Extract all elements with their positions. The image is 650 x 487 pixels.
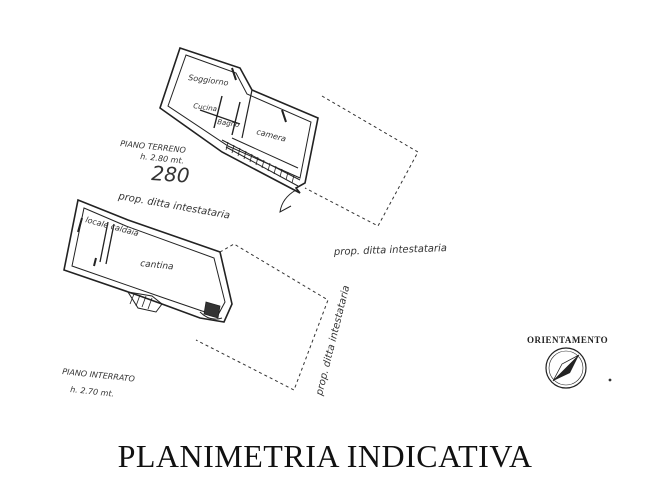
ground-floor-neighbor: prop. ditta intestataria <box>116 191 230 222</box>
basement-neighbor-label: prop. ditta intestataria <box>314 284 352 397</box>
room-label-bagno: Bagno <box>217 118 240 129</box>
ground-floor-number: 280 <box>151 161 191 188</box>
room-label-camera: camera <box>255 127 287 144</box>
basement-plan <box>63 198 233 323</box>
ground-floor-plan <box>159 46 319 213</box>
yard-outline-top <box>304 95 419 227</box>
yard-outline-bottom <box>195 243 329 391</box>
room-label-cantina: cantina <box>140 259 174 272</box>
orientation-label: ORIENTAMENTO <box>527 335 608 345</box>
page-title: PLANIMETRIA INDICATIVA <box>117 438 533 474</box>
yard-label: prop. ditta intestataria <box>333 243 447 258</box>
orientation-compass-icon <box>545 347 612 389</box>
room-label-cucina: Cucina <box>193 102 218 113</box>
room-label-soggiorno: Soggiorno <box>188 73 229 88</box>
basement-label: PIANO INTERRATO <box>62 367 136 384</box>
basement-height: h. 2.70 mt. <box>70 385 115 399</box>
